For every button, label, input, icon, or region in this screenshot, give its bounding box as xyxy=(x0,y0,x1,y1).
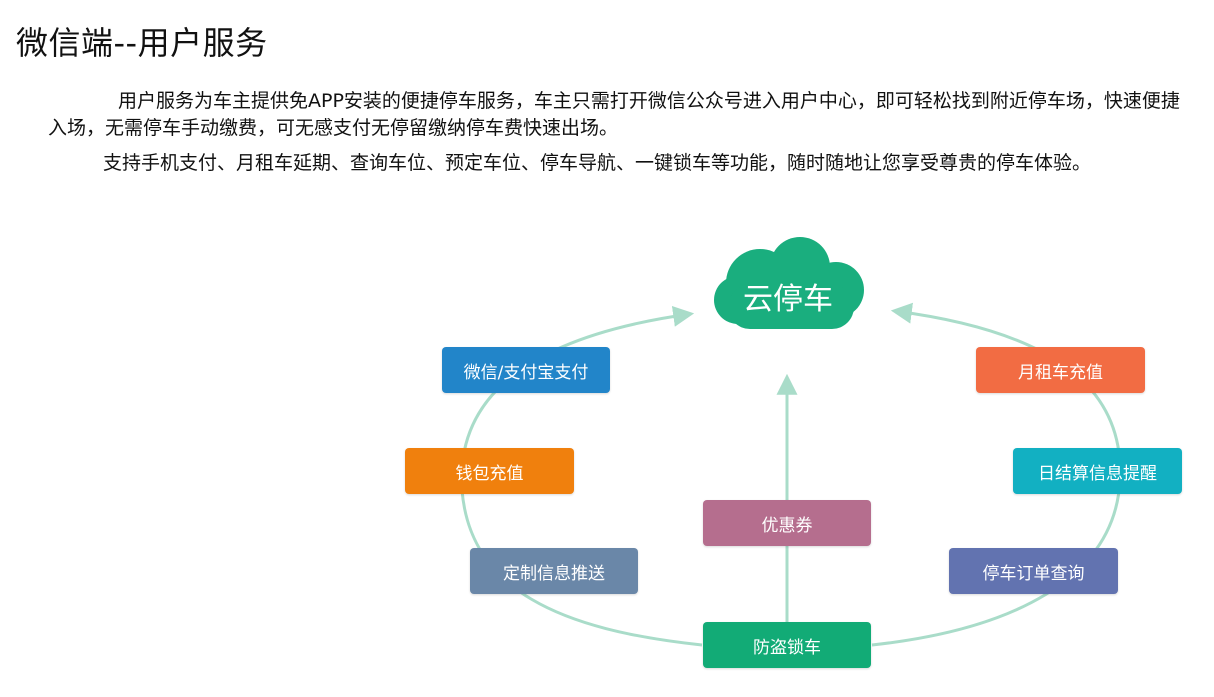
node-monthly-recharge: 月租车充值 xyxy=(976,347,1145,393)
node-wechat-alipay-pay: 微信/支付宝支付 xyxy=(442,347,610,393)
intro-paragraph-1: 用户服务为车主提供免APP安装的便捷停车服务，车主只需打开微信公众号进入用户中心… xyxy=(48,90,1180,139)
node-anti-theft-lock: 防盗锁车 xyxy=(703,622,871,668)
cloud-shape xyxy=(714,237,864,329)
node-parking-order-query: 停车订单查询 xyxy=(949,548,1118,594)
node-coupon: 优惠券 xyxy=(703,500,871,546)
node-wallet-recharge: 钱包充值 xyxy=(405,448,574,494)
intro-paragraph-2: 支持手机支付、月租车延期、查询车位、预定车位、停车导航、一键锁车等功能，随时随地… xyxy=(103,152,1092,174)
node-custom-push: 定制信息推送 xyxy=(470,548,638,594)
cloud-center-label: 云停车 xyxy=(743,282,833,317)
page-title: 微信端--用户服务 xyxy=(16,24,268,62)
node-daily-settlement-reminder: 日结算信息提醒 xyxy=(1013,448,1182,494)
